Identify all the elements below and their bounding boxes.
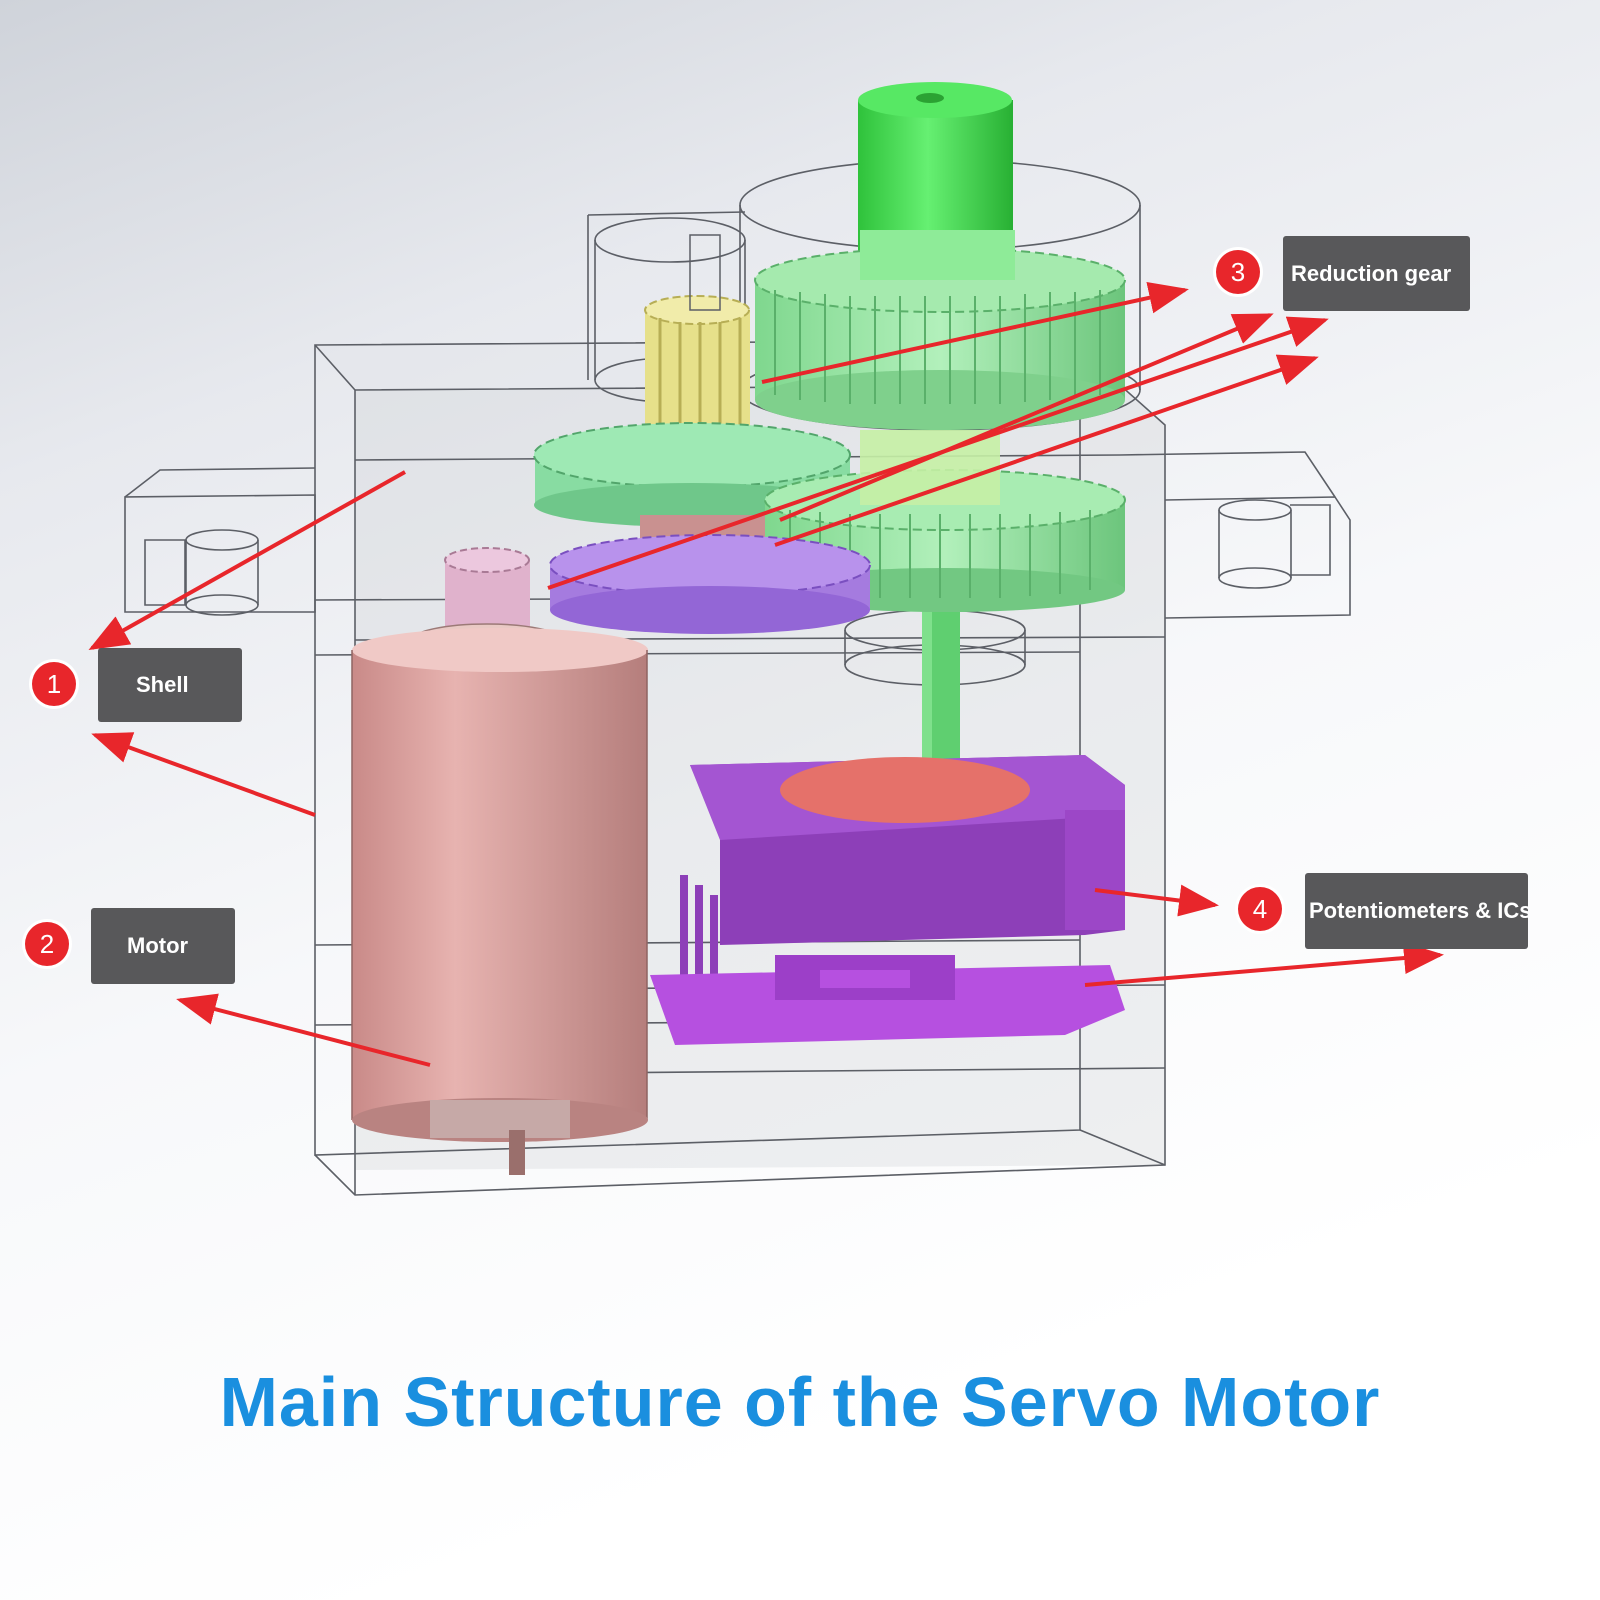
page-title: Main Structure of the Servo Motor [219, 1363, 1381, 1441]
control-pcb [650, 955, 1125, 1045]
callout-badge-2: 2 [25, 922, 69, 966]
arrow-gear-3 [547, 316, 1329, 590]
reduction-gear-right [764, 430, 1126, 612]
reduction-gear-mid [533, 422, 851, 527]
reduction-gear-purple [549, 534, 871, 634]
arrow-gear-1 [761, 282, 1189, 384]
callout-label-reduction-gear: Reduction gear [1283, 236, 1470, 311]
arrow-gear-2 [779, 313, 1274, 522]
callout-badge-1: 1 [32, 662, 76, 706]
callout-label-shell: Shell [98, 648, 242, 722]
callout-badge-3: 3 [1216, 250, 1260, 294]
callout-label-potentiometers-ics: Potentiometers & ICs [1305, 873, 1528, 949]
callout-label-motor: Motor [91, 908, 235, 984]
arrow-pcb [1084, 942, 1444, 987]
arrow-gear-4 [774, 354, 1319, 547]
arrow-shell-bottom [91, 732, 316, 817]
arrow-motor [176, 993, 431, 1067]
callout-arrows [88, 282, 1444, 1067]
dc-motor [351, 628, 648, 1175]
callout-badge-4: 4 [1238, 887, 1282, 931]
potentiometer-pins [680, 875, 718, 1015]
arrow-shell-top [88, 470, 406, 650]
reduction-gear-large [754, 230, 1126, 430]
potentiometer [690, 755, 1125, 945]
arrow-potentiometer [1094, 884, 1219, 917]
